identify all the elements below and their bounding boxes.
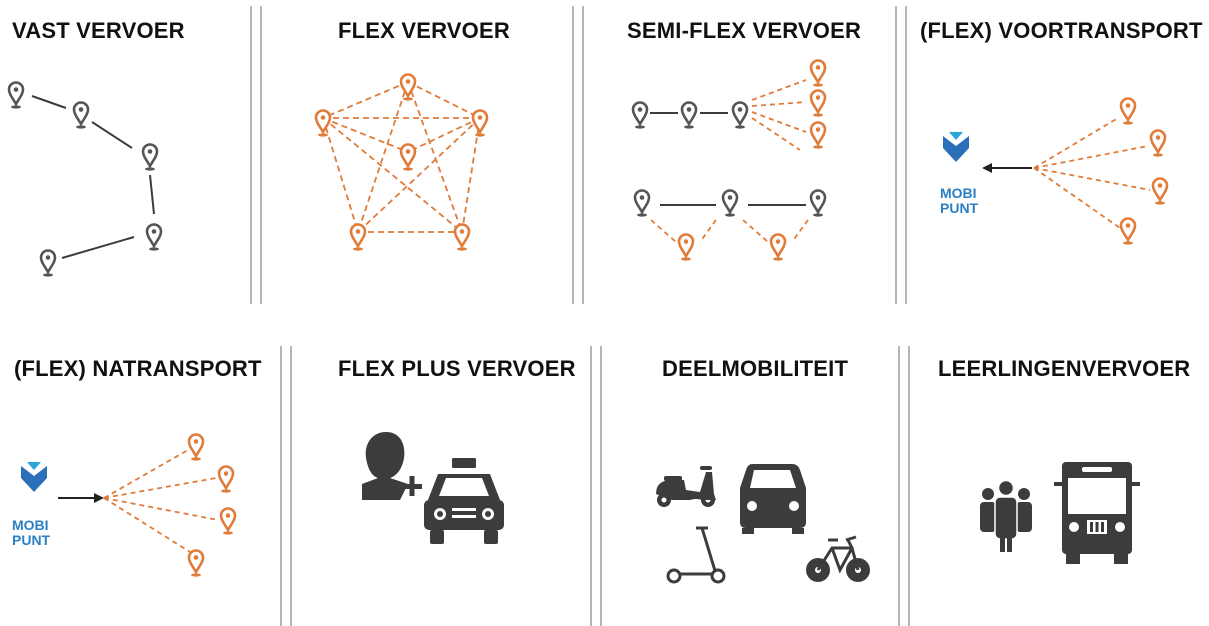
mobipunt-line-1: MOBI xyxy=(940,185,977,201)
location-pin-icon xyxy=(633,189,651,218)
location-pin-icon xyxy=(680,101,698,130)
semi-flex-flex-branches xyxy=(650,79,809,243)
panel-title-voortransport: (FLEX) VOORTRANSPORT xyxy=(920,18,1203,43)
panel-title-flex-vervoer: FLEX VERVOER xyxy=(338,18,510,43)
location-pin-icon xyxy=(1149,129,1167,158)
panel-title-natransport: (FLEX) NATRANSPORT xyxy=(14,356,262,381)
vast-vervoer-route xyxy=(31,95,155,259)
location-pin-icon xyxy=(453,223,471,252)
location-pin-icon xyxy=(1119,217,1137,246)
location-pin-icon xyxy=(72,101,90,130)
location-pin-icon xyxy=(809,59,827,88)
location-pin-icon xyxy=(809,89,827,118)
mobipunt-line-1: MOBI xyxy=(12,517,49,533)
location-pin-icon xyxy=(809,189,827,218)
location-pin-icon xyxy=(187,549,205,578)
location-pin-icon xyxy=(1151,177,1169,206)
divider xyxy=(572,6,584,304)
location-pin-icon xyxy=(7,81,25,110)
panel-title-semi-flex-vervoer: SEMI-FLEX VERVOER xyxy=(627,18,862,43)
panel-title-deelmobiliteit: DEELMOBILITEIT xyxy=(662,356,849,381)
car-icon xyxy=(740,464,806,534)
location-pin-icon xyxy=(809,121,827,150)
divider xyxy=(895,6,907,304)
divider xyxy=(898,346,910,626)
location-pin-icon xyxy=(145,223,163,252)
location-pin-icon xyxy=(1119,97,1137,126)
flex-vervoer-network xyxy=(322,81,481,233)
location-pin-icon xyxy=(399,143,417,172)
person-plus-icon xyxy=(362,432,422,500)
semi-flex-fixed-line xyxy=(650,112,806,206)
mobipunt-logo-icon xyxy=(943,132,969,162)
location-pin-icon xyxy=(731,101,749,130)
mobipunt-line-2: PUNT xyxy=(12,532,51,548)
panel-title-flex-plus-vervoer: FLEX PLUS VERVOER xyxy=(338,356,576,381)
mobipunt-logo-icon xyxy=(21,462,47,492)
divider xyxy=(280,346,292,626)
taxi-icon xyxy=(424,458,504,544)
kick-scooter-icon xyxy=(666,526,726,584)
mobipunt-logo-text: MOBI PUNT xyxy=(12,518,50,548)
divider xyxy=(250,6,262,304)
location-pin-icon xyxy=(677,233,695,262)
location-pin-icon xyxy=(219,507,237,536)
location-pin-icon xyxy=(187,433,205,462)
location-pin-icon xyxy=(217,465,235,494)
mobipunt-logo-text: MOBI PUNT xyxy=(940,186,978,216)
location-pin-icon xyxy=(631,101,649,130)
voortransport-flex-lines xyxy=(1033,117,1151,229)
location-pin-icon xyxy=(39,249,57,278)
panel-title-leerlingenvervoer: LEERLINGENVERVOER xyxy=(938,356,1191,381)
mobipunt-line-2: PUNT xyxy=(940,200,979,216)
natransport-flex-lines xyxy=(103,449,219,553)
divider xyxy=(590,346,602,626)
group-icon xyxy=(980,479,1032,552)
location-pin-icon xyxy=(141,143,159,172)
panel-title-vast-vervoer: VAST VERVOER xyxy=(12,18,185,43)
location-pin-icon xyxy=(721,189,739,218)
location-pin-icon xyxy=(349,223,367,252)
bus-icon xyxy=(1054,462,1140,564)
bicycle-icon xyxy=(806,535,870,582)
location-pin-icon xyxy=(471,109,489,138)
location-pin-icon xyxy=(769,233,787,262)
scooter-icon xyxy=(656,466,716,507)
